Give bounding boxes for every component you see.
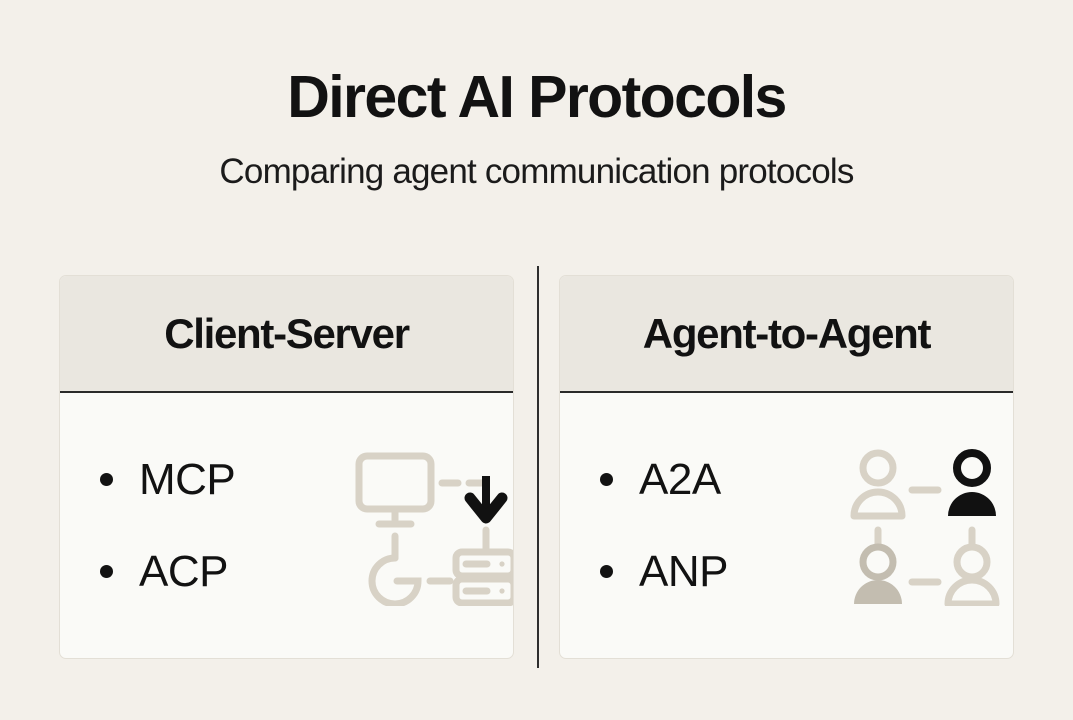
page-title: Direct AI Protocols [287,64,787,130]
bullet-icon [100,565,113,578]
card-row: Client-Server MCP ACP [59,275,1014,659]
protocol-list-client-server: MCP ACP [100,454,350,596]
person-outline-icon [850,449,906,519]
bullet-icon [600,565,613,578]
protocol-label-anp: ANP [639,546,728,596]
card-title-client-server: Client-Server [164,309,410,357]
agent-network-diagram-icon [850,446,1000,606]
list-item[interactable]: ANP [600,546,850,596]
server-icon [452,548,513,606]
protocol-label-mcp: MCP [139,454,236,504]
protocol-label-acp: ACP [139,546,228,596]
person-filled-taupe-icon [854,543,902,604]
client-server-diagram-icon [350,446,513,606]
bullet-icon [600,473,613,486]
list-item[interactable]: A2A [600,454,850,504]
card-body-agent-to-agent: A2A ANP [560,393,1013,658]
card-header-agent-to-agent: Agent-to-Agent [560,276,1013,393]
bullet-icon [100,473,113,486]
card-agent-to-agent[interactable]: Agent-to-Agent A2A ANP [559,275,1014,659]
card-client-server[interactable]: Client-Server MCP ACP [59,275,514,659]
center-divider [537,266,539,668]
page-subtitle: Comparing agent communication protocols [219,152,854,191]
monitor-icon [355,452,435,512]
protocol-label-a2a: A2A [639,454,721,504]
card-title-agent-to-agent: Agent-to-Agent [642,309,932,357]
card-body-client-server: MCP ACP [60,393,513,658]
g-logo-icon [368,554,422,606]
protocol-list-agent-to-agent: A2A ANP [600,454,850,596]
list-item[interactable]: MCP [100,454,350,504]
list-item[interactable]: ACP [100,546,350,596]
page-header: Direct AI Protocols Comparing agent comm… [0,64,1073,191]
card-header-client-server: Client-Server [60,276,513,393]
down-arrow-icon [464,475,508,523]
person-outline-icon [944,543,1000,606]
person-filled-dark-icon [948,448,996,516]
